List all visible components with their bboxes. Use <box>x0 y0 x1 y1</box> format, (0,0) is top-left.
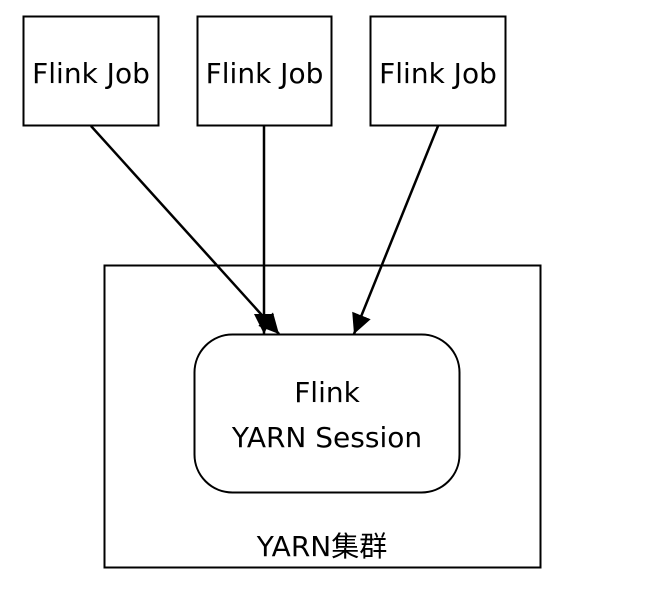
edges <box>90 125 440 335</box>
flink-job-box <box>196 15 333 127</box>
flink-job-box <box>369 15 507 127</box>
session-label-line2: YARN Session <box>231 421 422 454</box>
session-label-line1: Flink <box>294 376 360 409</box>
flink-yarn-session: Flink YARN Session <box>193 333 461 494</box>
flink-job-label: Flink Job <box>206 57 324 90</box>
flink-job-label: Flink Job <box>32 57 150 90</box>
arrow-job3-to-session <box>352 125 440 335</box>
flink-job-2: Flink Job <box>196 15 333 127</box>
flink-job-label: Flink Job <box>379 57 497 90</box>
flink-job-box <box>22 15 160 127</box>
arrow-job1-to-session <box>90 125 280 335</box>
yarn-cluster-label: YARN集群 <box>256 530 388 563</box>
flink-job-3: Flink Job <box>369 15 507 127</box>
session-box <box>193 333 461 494</box>
flink-job-1: Flink Job <box>22 15 160 127</box>
